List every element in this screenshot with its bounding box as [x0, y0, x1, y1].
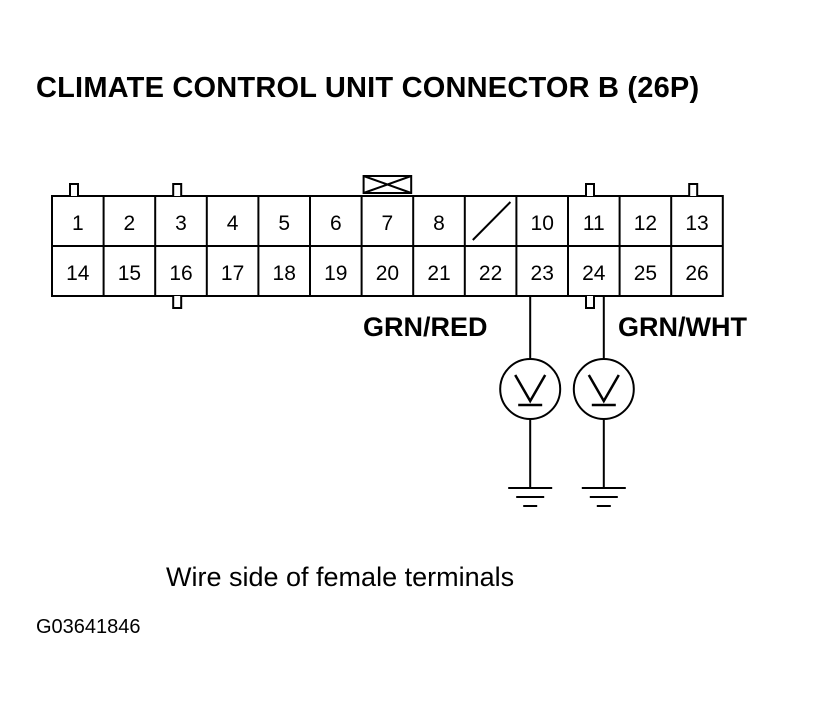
terminal-19: 19	[324, 262, 347, 285]
voltmeter-icon	[499, 358, 562, 420]
locking-bump	[585, 183, 595, 196]
terminal-17: 17	[221, 262, 244, 285]
terminal-10: 10	[531, 212, 554, 235]
terminal-1: 1	[72, 212, 84, 235]
terminal-20: 20	[376, 262, 399, 285]
terminal-3: 3	[175, 212, 187, 235]
ground-icon	[581, 487, 626, 507]
locking-bump	[172, 296, 183, 309]
terminal-4: 4	[227, 212, 239, 235]
lock-tab-cross	[363, 175, 412, 194]
terminal-23: 23	[531, 262, 554, 285]
terminal-18: 18	[273, 262, 296, 285]
terminal-15: 15	[118, 262, 141, 285]
locking-bump	[688, 183, 699, 196]
wire-color-label: GRN/WHT	[618, 312, 747, 342]
terminal-11: 11	[583, 212, 605, 235]
probe-circuits: GRN/RED GRN/WHT	[363, 296, 747, 507]
probe-23	[499, 296, 562, 507]
locking-bump	[585, 296, 595, 309]
probe-24	[572, 296, 635, 507]
ground-icon	[508, 487, 553, 507]
terminal-25: 25	[634, 262, 657, 285]
figure-code: G03641846	[36, 616, 141, 638]
terminal-14: 14	[66, 262, 90, 285]
terminal-8: 8	[433, 212, 445, 235]
diagram-title: CLIMATE CONTROL UNIT CONNECTOR B (26P)	[36, 72, 700, 104]
terminal-16: 16	[169, 262, 192, 285]
terminal-26: 26	[685, 262, 708, 285]
unused-cavity-slash	[472, 201, 512, 241]
terminal-22: 22	[479, 262, 502, 285]
terminal-12: 12	[634, 212, 657, 235]
terminal-5: 5	[278, 212, 290, 235]
terminal-21: 21	[427, 262, 450, 285]
terminal-24: 24	[582, 262, 606, 285]
wire-color-label: GRN/RED	[363, 312, 488, 342]
voltmeter-icon	[572, 358, 635, 420]
terminal-6: 6	[330, 212, 342, 235]
terminal-13: 13	[685, 212, 708, 235]
locking-bump	[172, 183, 183, 196]
terminal-2: 2	[124, 212, 136, 235]
locking-bump	[69, 183, 79, 196]
terminal-7: 7	[382, 212, 394, 235]
diagram-caption: Wire side of female terminals	[166, 562, 515, 592]
